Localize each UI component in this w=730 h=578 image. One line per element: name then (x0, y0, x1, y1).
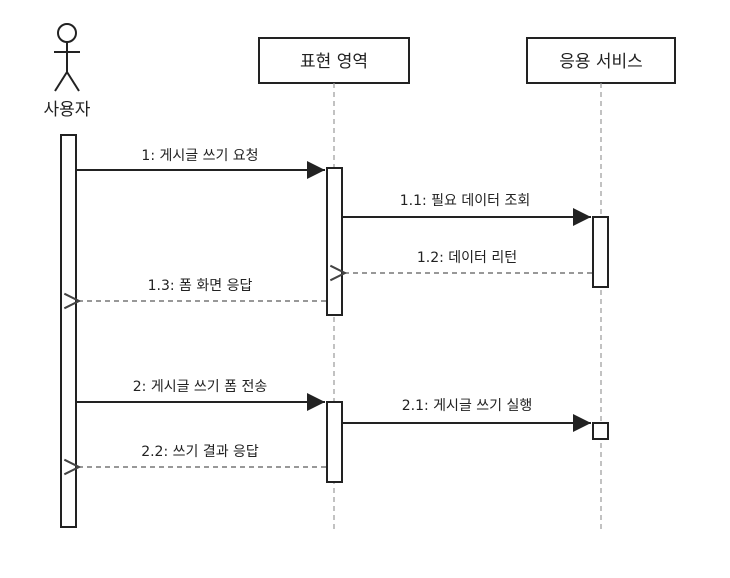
service-participant-label: 응용 서비스 (559, 52, 643, 72)
presentation-participant-box (258, 37, 410, 84)
message-1-3-label: 1.3: 폼 화면 응답 (148, 278, 253, 294)
presentation-activation-bar-1 (326, 167, 343, 316)
user-activation-bar (60, 134, 77, 528)
service-activation-bar-1 (592, 216, 609, 288)
user-actor-label: 사용자 (44, 100, 91, 120)
message-1-2-label: 1.2: 데이터 리턴 (417, 250, 517, 266)
message-2-1-label: 2.1: 게시글 쓰기 실행 (402, 398, 533, 414)
user-actor-icon (54, 23, 80, 92)
message-2-label: 2: 게시글 쓰기 폼 전송 (133, 379, 268, 395)
message-1-label: 1: 게시글 쓰기 요청 (141, 148, 258, 164)
message-1-1-label: 1.1: 필요 데이터 조회 (400, 193, 531, 209)
message-2-2-label: 2.2: 쓰기 결과 응답 (141, 444, 259, 460)
service-participant-box (526, 37, 676, 84)
presentation-activation-bar-2 (326, 401, 343, 483)
presentation-participant-label: 표현 영역 (300, 52, 368, 72)
service-activation-bar-2 (592, 422, 609, 440)
